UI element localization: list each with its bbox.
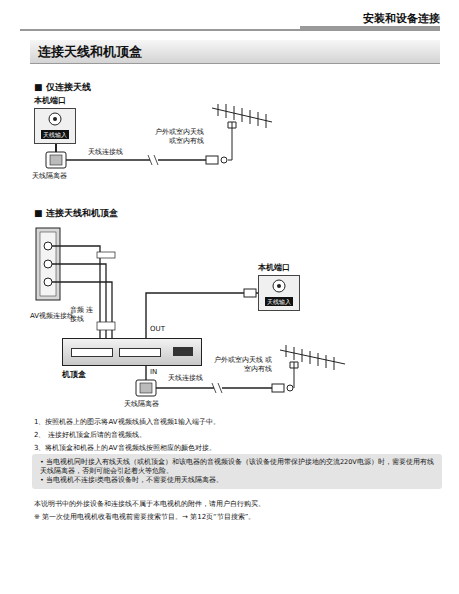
part-label: ■ 仅连接天线 [34,82,154,93]
note-text: 3、将机顶盒和机器上的AV音视频线按照相应的颜色对接。 [34,444,434,453]
note-box: • 当电视机同时接入有线天线（或机顶盒）和该电器的音视频设备（该设备使用带保护接… [32,454,442,489]
part-label: 户外或室内天线 或室内有线 [146,128,204,146]
stb-label: 机顶盒 [62,369,202,380]
note-text: 2、 连接好机顶盒后请的音视频线。 [34,431,434,440]
cable-plug [244,289,256,297]
stb-display [173,347,193,356]
note-bullet: • 当电视机不连接i类电器设备时，不需要使用天线隔离器。 [40,476,434,485]
stb-slot [119,348,161,357]
part-label: 天线隔离器 [124,400,184,409]
note-bullet: • 当电视机同时接入有线天线（或机顶盒）和该电器的音视频设备（该设备使用带保护接… [40,458,434,476]
stb-slot [71,348,113,357]
title-text: 连接天线和机顶盒 [38,44,142,60]
input-port: 本机端口天线输入 [34,95,76,144]
note-text: 本说明书中的外接设备和连接线不属于本电视机的附件，请用户自行购买。 [34,500,434,509]
port-jack [259,278,299,294]
port-panel: 天线输入 [258,275,300,311]
port-heading: 本机端口 [258,262,300,273]
port-panel: 天线输入 [34,108,76,144]
part-label: ■ 连接天线和机顶盒 [34,208,194,219]
set-top-box: 机顶盒 [62,338,202,380]
part-label: OUT [150,325,174,334]
part-label: IN [150,368,170,377]
port-jack [35,111,75,127]
part-label: 天线连接线 [88,148,148,157]
port-tag: 天线输入 [41,130,69,139]
port-heading: 本机端口 [34,95,76,106]
part-label: 天线隔离器 [32,172,92,181]
antenna-cable [146,293,258,338]
part-label: 户外或室内天线 或室内有线 [212,356,272,374]
stb-body [62,338,202,366]
input-port: 本机端口天线输入 [258,262,300,311]
note-text: 1、按照机器上的图示将AV视频线插入音视频1输入端子中。 [34,418,434,427]
title-banner: 连接天线和机顶盒 [30,40,440,64]
port-tag: 天线输入 [265,297,293,306]
part-label: 天线连接线 [168,374,228,383]
page-header: 安装和设备连接 [280,12,440,26]
part-label: 音频 连接线 [70,306,94,324]
note-text: ※ 第一次使用电视机收看电视前需要搜索节目。→ 第12页“节目搜索”。 [34,513,434,522]
